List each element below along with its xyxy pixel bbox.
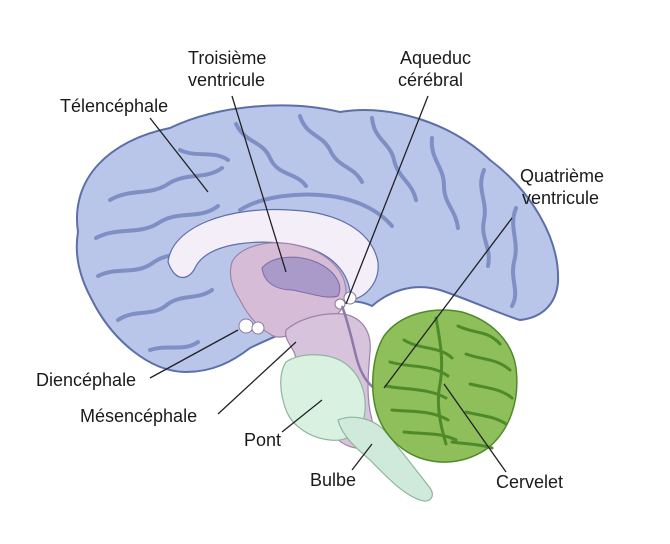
label-mesencephale: Mésencéphale: [80, 406, 197, 426]
label-aqueduc-line2: cérébral: [398, 70, 463, 90]
label-troisieme-ventricule-line2: ventricule: [188, 70, 265, 90]
labels: Télencéphale Troisième ventricule Aquedu…: [36, 48, 609, 492]
leader-mesencephale: [217, 341, 297, 415]
leader-cervelet: [443, 383, 507, 473]
label-cervelet: Cervelet: [496, 472, 563, 492]
leader-troisieme-ventricule: [231, 95, 287, 273]
label-quatrieme-ventricule-line1: Quatrième: [520, 166, 604, 186]
label-troisieme-ventricule: Troisième ventricule: [188, 48, 271, 90]
leader-diencephale: [149, 329, 239, 379]
leader-lines: [149, 95, 513, 473]
label-pont: Pont: [244, 430, 281, 450]
label-diencephale: Diencéphale: [36, 370, 136, 390]
medulla-shape: [337, 416, 433, 502]
label-bulbe: Bulbe: [310, 470, 356, 490]
label-quatrieme-ventricule: Quatrième ventricule: [520, 166, 609, 208]
aqueduct-channel: [340, 305, 375, 389]
label-telencephale: Télencéphale: [60, 96, 168, 116]
label-aqueduc-line1: Aqueduc: [400, 48, 471, 68]
label-quatrieme-ventricule-line2: ventricule: [522, 188, 599, 208]
third-ventricle-shape: [261, 256, 341, 298]
leader-aqueduc: [345, 95, 429, 305]
leader-quatrieme-ventricule: [383, 217, 513, 389]
leader-telencephale: [149, 117, 209, 193]
label-troisieme-ventricule-line1: Troisième: [188, 48, 266, 68]
label-aqueduc-cerebral: Aqueduc cérébral: [398, 48, 476, 90]
leader-bulbe: [351, 443, 373, 471]
leader-pont: [281, 399, 323, 433]
